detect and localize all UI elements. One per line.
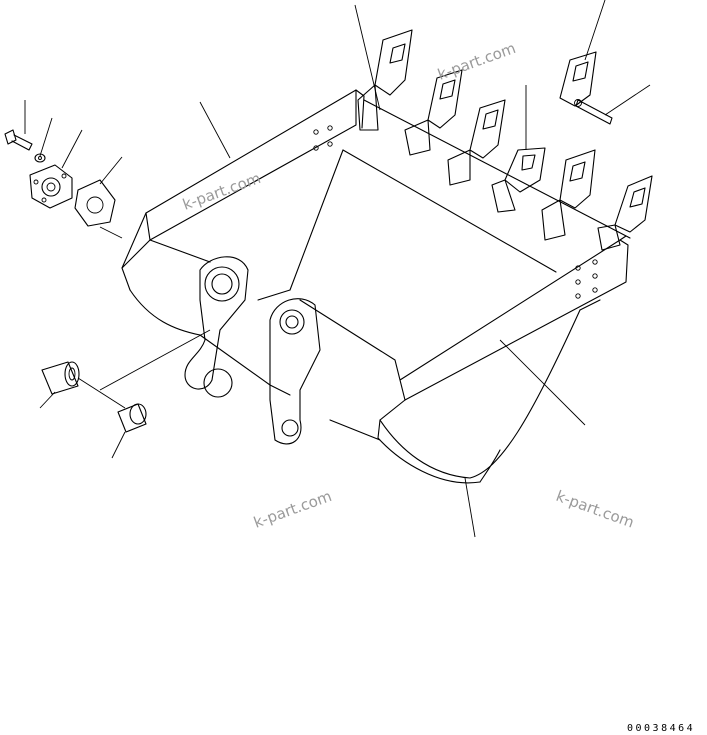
shim xyxy=(74,179,116,227)
bolt xyxy=(4,129,33,151)
loose-tooth xyxy=(559,51,597,107)
watermark-4: k-part.com xyxy=(554,487,637,532)
tooth-5 xyxy=(541,149,596,241)
washer xyxy=(34,153,46,163)
bucket-teeth xyxy=(357,29,653,251)
tooth-6 xyxy=(597,175,653,251)
bucket-body xyxy=(121,89,629,484)
tooth-3 xyxy=(447,99,506,186)
bushings xyxy=(41,361,147,433)
tooth-1 xyxy=(357,29,413,131)
bushing-2 xyxy=(117,403,147,433)
leader-lines xyxy=(24,0,651,538)
bushing-1 xyxy=(41,361,80,395)
tooth-pin xyxy=(574,99,613,125)
mounting-hardware xyxy=(4,129,116,227)
watermark-3: k-part.com xyxy=(251,487,334,532)
tooth-2 xyxy=(404,69,463,156)
watermark-2: k-part.com xyxy=(435,39,518,84)
watermark-1: k-part.com xyxy=(180,169,263,214)
mounting-brackets xyxy=(184,256,321,445)
drawing-number: 00038464 xyxy=(627,723,695,734)
retaining-plate xyxy=(29,164,73,209)
